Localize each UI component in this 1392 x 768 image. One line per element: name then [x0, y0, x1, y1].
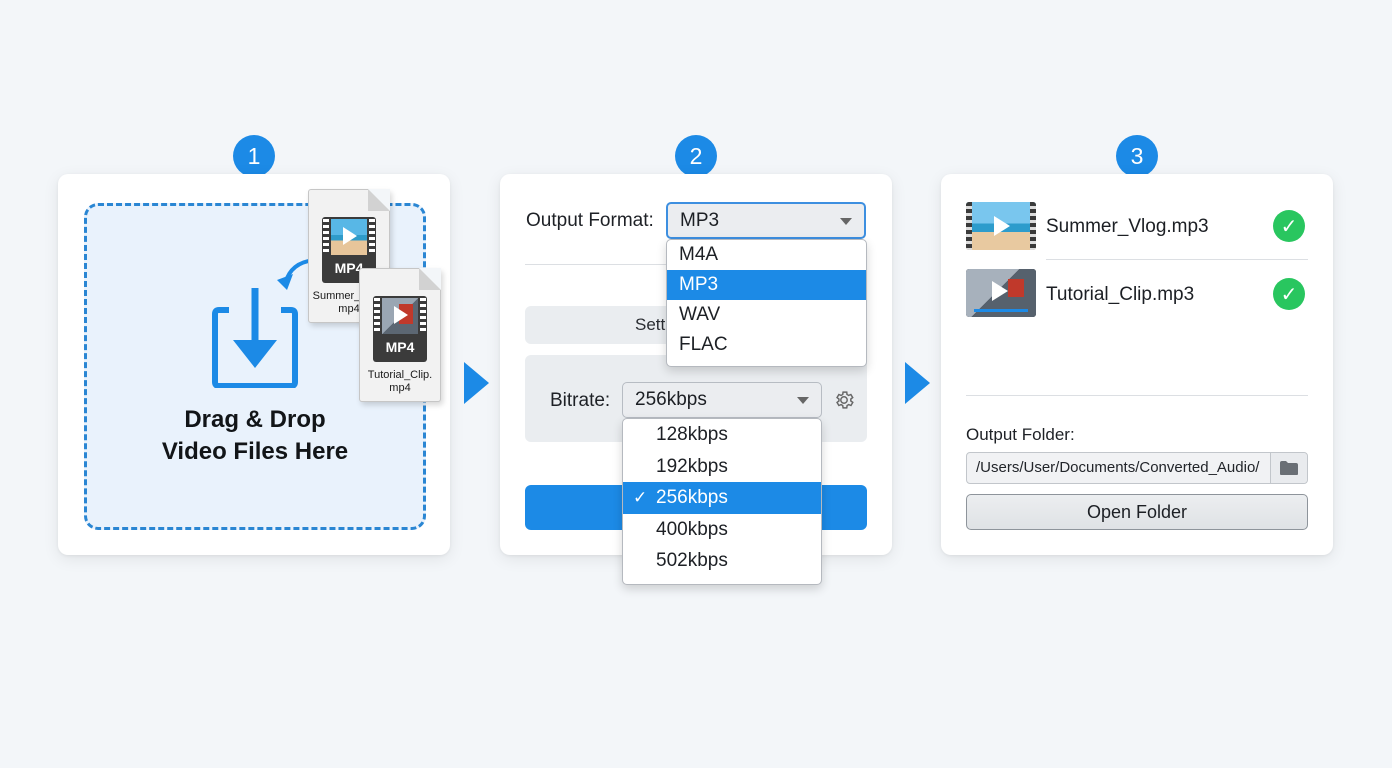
next-step-arrow-icon: [905, 362, 930, 404]
divider: [1046, 259, 1308, 260]
bitrate-select[interactable]: 256kbps: [622, 382, 822, 418]
drop-panel: Drag & Drop Video Files Here MP4 Summer_…: [58, 174, 450, 555]
bitrate-label: Bitrate:: [550, 390, 611, 411]
results-panel: Summer_Vlog.mp3 ✓ Tutorial_Clip.mp3 ✓ Ou…: [941, 174, 1333, 555]
output-format-select[interactable]: MP3: [666, 202, 866, 239]
format-option-flac[interactable]: FLAC: [679, 334, 728, 355]
converted-file-name: Summer_Vlog.mp3: [1046, 216, 1209, 237]
chevron-down-icon: [797, 397, 809, 404]
check-circle-icon: ✓: [1273, 278, 1305, 310]
divider: [966, 395, 1308, 396]
download-icon: [212, 288, 298, 388]
check-circle-icon: ✓: [1273, 210, 1305, 242]
drop-subtitle: Video Files Here: [161, 438, 349, 465]
bitrate-option-400[interactable]: 400kbps: [656, 518, 728, 540]
bitrate-option-256[interactable]: ✓ 256kbps: [623, 482, 821, 514]
format-option-mp3[interactable]: MP3: [667, 270, 866, 300]
output-folder-field[interactable]: /Users/User/Documents/Converted_Audio/: [966, 452, 1308, 484]
video-thumbnail: [966, 202, 1036, 250]
gear-icon[interactable]: [833, 389, 855, 411]
browse-folder-button[interactable]: [1270, 453, 1307, 483]
step-badge-2: 2: [675, 135, 717, 177]
output-folder-label: Output Folder:: [966, 425, 1075, 444]
format-dropdown: M4A MP3 WAV FLAC: [666, 239, 867, 367]
video-file-icon: MP4: [322, 217, 376, 283]
bitrate-option-128[interactable]: 128kbps: [656, 424, 728, 445]
converted-file-name: Tutorial_Clip.mp3: [1046, 284, 1195, 305]
folder-icon: [1280, 461, 1298, 475]
video-thumbnail: [966, 269, 1036, 317]
next-step-arrow-icon: [464, 362, 489, 404]
drop-title: Drag & Drop: [184, 406, 326, 433]
format-option-m4a[interactable]: M4A: [679, 244, 719, 265]
settings-panel: Output Format: MP3 Sett Bitrate: 256kbps…: [500, 174, 892, 585]
step-badge-1: 1: [233, 135, 275, 177]
output-format-label: Output Format:: [526, 210, 654, 231]
chevron-down-icon: [840, 217, 852, 225]
file-name: Tutorial_Clip.mp4: [367, 369, 433, 394]
bitrate-dropdown: 128kbps 192kbps ✓ 256kbps 400kbps 502kbp…: [622, 418, 822, 585]
bitrate-option-502[interactable]: 502kbps: [656, 550, 728, 572]
step-badge-3: 3: [1116, 135, 1158, 177]
format-option-wav[interactable]: WAV: [679, 304, 721, 325]
file-card-tutorial-clip[interactable]: MP4 Tutorial_Clip.mp4: [359, 268, 441, 402]
file-card-summer-vlog[interactable]: MP4 Summer_Vlog.mp4: [308, 189, 390, 323]
open-folder-button[interactable]: Open Folder: [966, 494, 1308, 530]
video-file-icon: MP4: [373, 296, 427, 362]
bitrate-option-192[interactable]: 192kbps: [656, 455, 728, 477]
check-icon: ✓: [633, 488, 648, 508]
